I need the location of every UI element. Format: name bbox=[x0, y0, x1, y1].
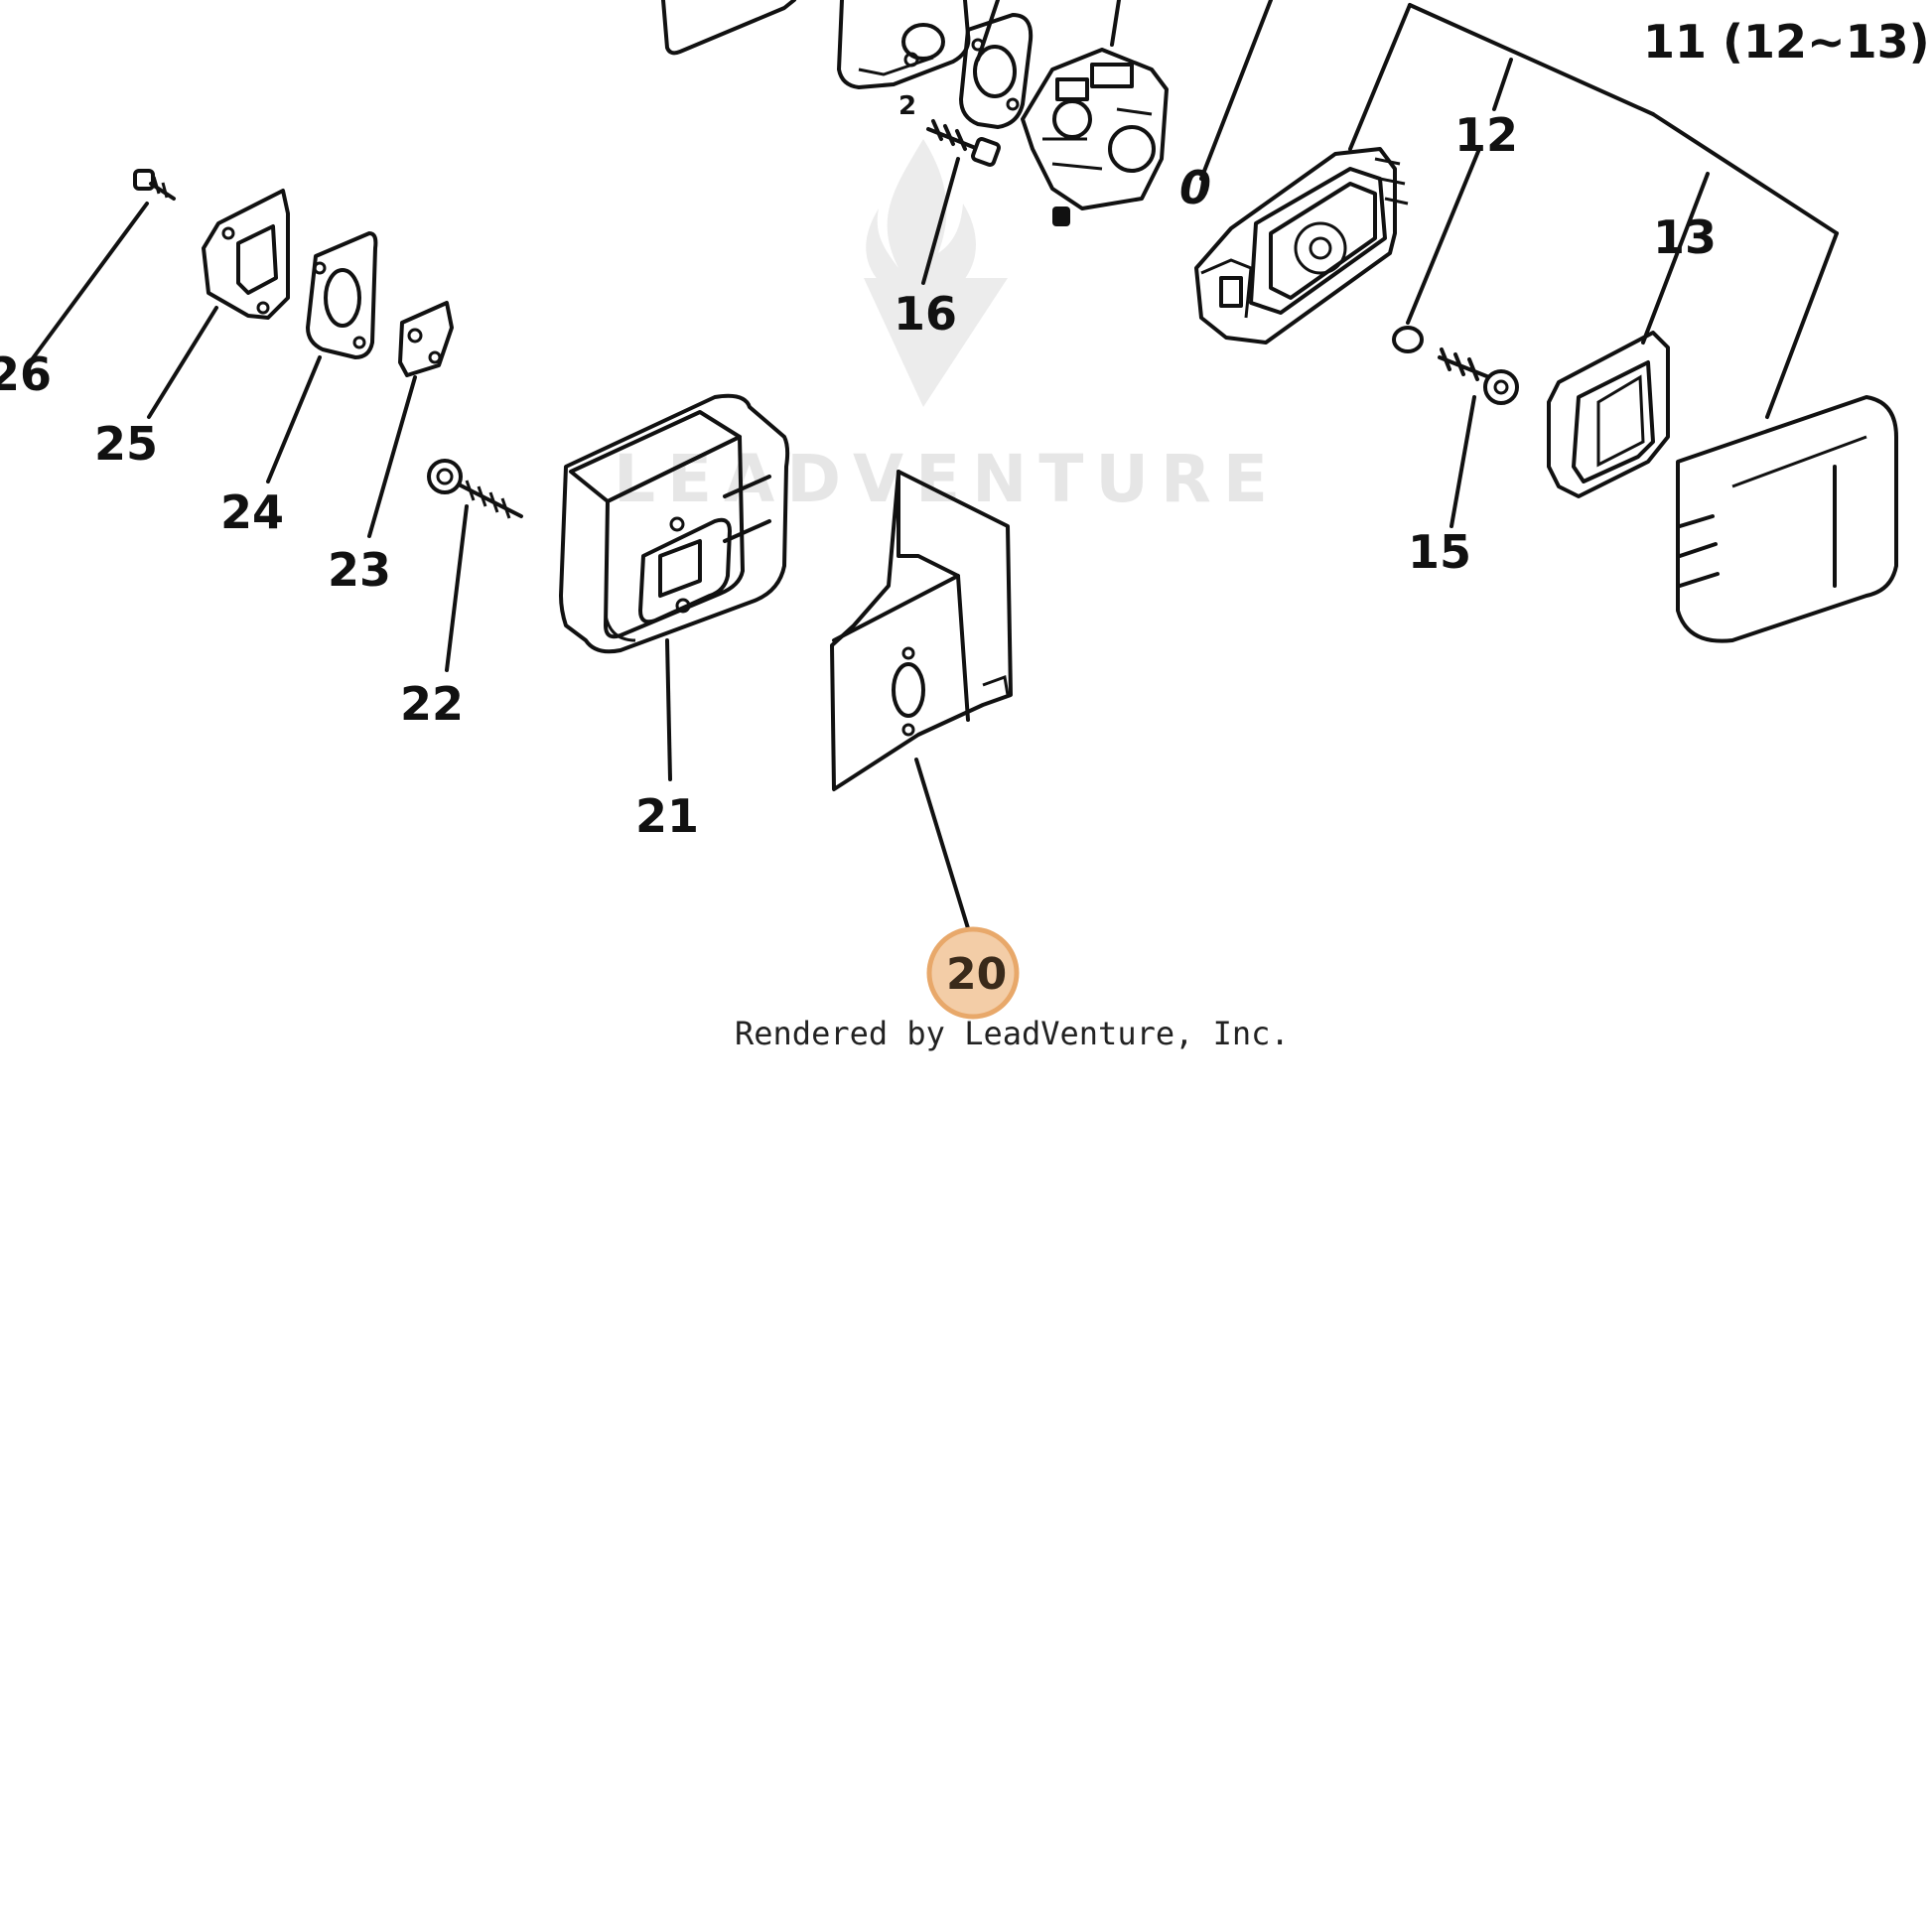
leader-part-top bbox=[1110, 0, 1121, 47]
leader-13 bbox=[1641, 172, 1710, 345]
leader-22 bbox=[445, 504, 469, 672]
leader-20 bbox=[914, 758, 970, 930]
leader-21 bbox=[665, 638, 672, 781]
part-top-gasket bbox=[959, 13, 1034, 129]
part-carburetor bbox=[1021, 48, 1169, 226]
leader-11-d bbox=[1651, 112, 1839, 235]
part-bolt-26 bbox=[133, 169, 176, 201]
callouts: 26 25 24 23 22 21 16 15 13 12 11 (12~13)… bbox=[0, 15, 1930, 1020]
leader-26 bbox=[28, 202, 149, 364]
callout-12[interactable]: 12 bbox=[1454, 108, 1518, 162]
callout-15[interactable]: 15 bbox=[1408, 525, 1471, 579]
leader-12 bbox=[1406, 147, 1481, 325]
callout-13[interactable]: 13 bbox=[1653, 210, 1717, 264]
leader-23 bbox=[367, 375, 417, 538]
callout-11[interactable]: 11 (12~13) bbox=[1643, 15, 1930, 69]
part-top-cover bbox=[661, 0, 796, 56]
leader-2 bbox=[976, 0, 1000, 62]
leader-lines bbox=[28, 0, 1839, 930]
leader-24 bbox=[266, 355, 322, 483]
part-heat-shield-20 bbox=[830, 470, 1013, 791]
callout-16[interactable]: 16 bbox=[894, 287, 957, 341]
callout-20[interactable]: 20 bbox=[946, 949, 1007, 1000]
part-insulator-25 bbox=[202, 189, 290, 320]
part-bolt-22 bbox=[427, 459, 523, 519]
part-plate-23 bbox=[398, 301, 454, 377]
callout-0[interactable]: 0 bbox=[1179, 161, 1211, 214]
watermark: LEADVENTURE bbox=[614, 139, 1280, 517]
part-filter-cover bbox=[1676, 395, 1898, 643]
part-bolt-15 bbox=[1438, 347, 1519, 405]
watermark-v-icon bbox=[864, 278, 1008, 407]
leader-0 bbox=[1199, 0, 1273, 181]
callout-20-highlight[interactable]: 20 bbox=[926, 926, 1020, 1020]
leader-11-a bbox=[1408, 3, 1655, 116]
leader-11-c bbox=[1492, 58, 1513, 111]
leader-25 bbox=[147, 306, 218, 419]
callout-2[interactable]: 2 bbox=[898, 91, 916, 121]
part-filter-housing bbox=[1194, 147, 1409, 345]
callout-25[interactable]: 25 bbox=[94, 417, 158, 471]
part-filter-element bbox=[1547, 331, 1670, 498]
watermark-text: LEADVENTURE bbox=[614, 441, 1280, 517]
callout-23[interactable]: 23 bbox=[328, 543, 391, 597]
highlight-circle bbox=[926, 926, 1020, 1020]
part-top-block bbox=[837, 0, 971, 89]
leader-11-b bbox=[1348, 3, 1412, 151]
render-credit: Rendered by LeadVenture, Inc. bbox=[735, 1015, 1290, 1052]
callout-21[interactable]: 21 bbox=[635, 789, 699, 843]
part-screw-2 bbox=[926, 119, 1001, 167]
leader-11-e bbox=[1765, 231, 1839, 419]
part-ring-12 bbox=[1392, 326, 1424, 353]
part-gasket-24 bbox=[306, 231, 378, 359]
watermark-flame-icon bbox=[866, 139, 976, 308]
callout-26[interactable]: 26 bbox=[0, 347, 52, 401]
part-muffler-21 bbox=[559, 393, 790, 654]
leader-16 bbox=[921, 157, 960, 285]
callout-24[interactable]: 24 bbox=[220, 485, 284, 539]
callout-22[interactable]: 22 bbox=[400, 677, 464, 731]
leader-15 bbox=[1449, 395, 1476, 528]
